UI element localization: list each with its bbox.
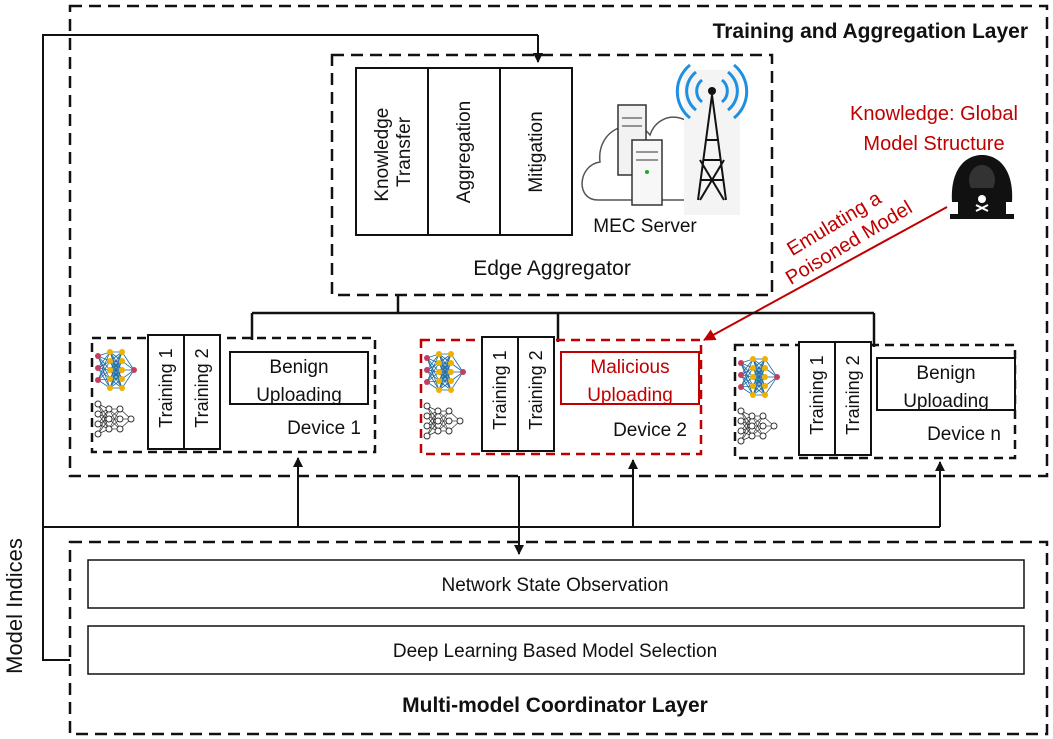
device-box [419,338,703,456]
module-knowledge-line1: Knowledge [372,108,393,202]
network-observation-box [87,559,1025,609]
hacker-icon [950,155,1014,219]
model-selection-label: Deep Learning Based Model Selection [393,641,717,662]
training-layer-title: Training and Aggregation Layer [713,20,1028,43]
upload-box [560,351,700,405]
device-name: Device 2 [613,420,687,441]
wireless-tower-icon [675,63,749,215]
neural-network-icon [423,351,466,440]
upload-label-1: Benign [916,363,975,384]
device-name: Device 1 [287,418,361,439]
device-3: Training 1 Training 2 BenignUploadingDevic… [733,341,1017,460]
training-label-2: Training 2 [192,348,212,427]
device-name: Device n [927,424,1001,445]
training-label-2: Training 2 [526,350,546,429]
feedback-lines [42,34,945,661]
poison-arrow [703,206,948,341]
module-mitigation: Mitigation [526,111,547,192]
devices-layer: Training 1 Training 2 BenignUploadingDevic… [90,334,1017,460]
coordinator-layer-box [68,540,1049,736]
training-label-1: Training 1 [156,348,176,427]
attacker-knowledge-line2: Model Structure [863,133,1004,155]
training-bar-2 [517,336,555,452]
training-label-2: Training 2 [843,355,863,434]
edge-aggregator-label: Edge Aggregator [473,257,631,280]
training-bar-1 [798,341,836,456]
upload-label-1: Benign [269,357,328,378]
upload-box [876,357,1016,411]
upload-label-2: Uploading [587,385,673,406]
model-selection-box [87,625,1025,675]
mec-server-icon [581,104,715,206]
model-indices-label: Model Indices [2,538,27,674]
module-aggregation: Aggregation [454,101,475,203]
mec-server-label: MEC Server [593,216,697,237]
upload-label-2: Uploading [903,391,989,412]
module-knowledge-transfer: Knowledge Transfer [372,102,415,201]
training-bar-2 [834,341,872,456]
coordinator-layer-title: Multi-model Coordinator Layer [402,694,708,717]
edge-modules-box [355,67,573,236]
training-label-1: Training 1 [807,355,827,434]
device-box [90,336,377,454]
neural-network-icon [737,356,780,445]
network-observation-label: Network State Observation [441,575,668,596]
module-knowledge-line2: Transfer [394,116,415,187]
neural-network-icon [94,349,137,438]
training-bar-2 [183,334,221,450]
aggregator-bus [250,295,876,347]
upload-label-1: Malicious [590,357,669,378]
emulating-label: Emulating a Poisoned Model [770,176,917,289]
training-bar-1 [147,334,185,450]
upload-label-2: Uploading [256,385,342,406]
attacker-knowledge-line1: Knowledge: Global [850,103,1018,125]
training-bar-1 [481,336,519,452]
training-label-1: Training 1 [490,350,510,429]
device-2: Training 1 Training 2 MaliciousUploadingDe… [419,336,703,456]
edge-aggregator-box [330,53,774,297]
device-1: Training 1 Training 2 BenignUploadingDevic… [90,334,377,454]
upload-box [229,351,369,405]
